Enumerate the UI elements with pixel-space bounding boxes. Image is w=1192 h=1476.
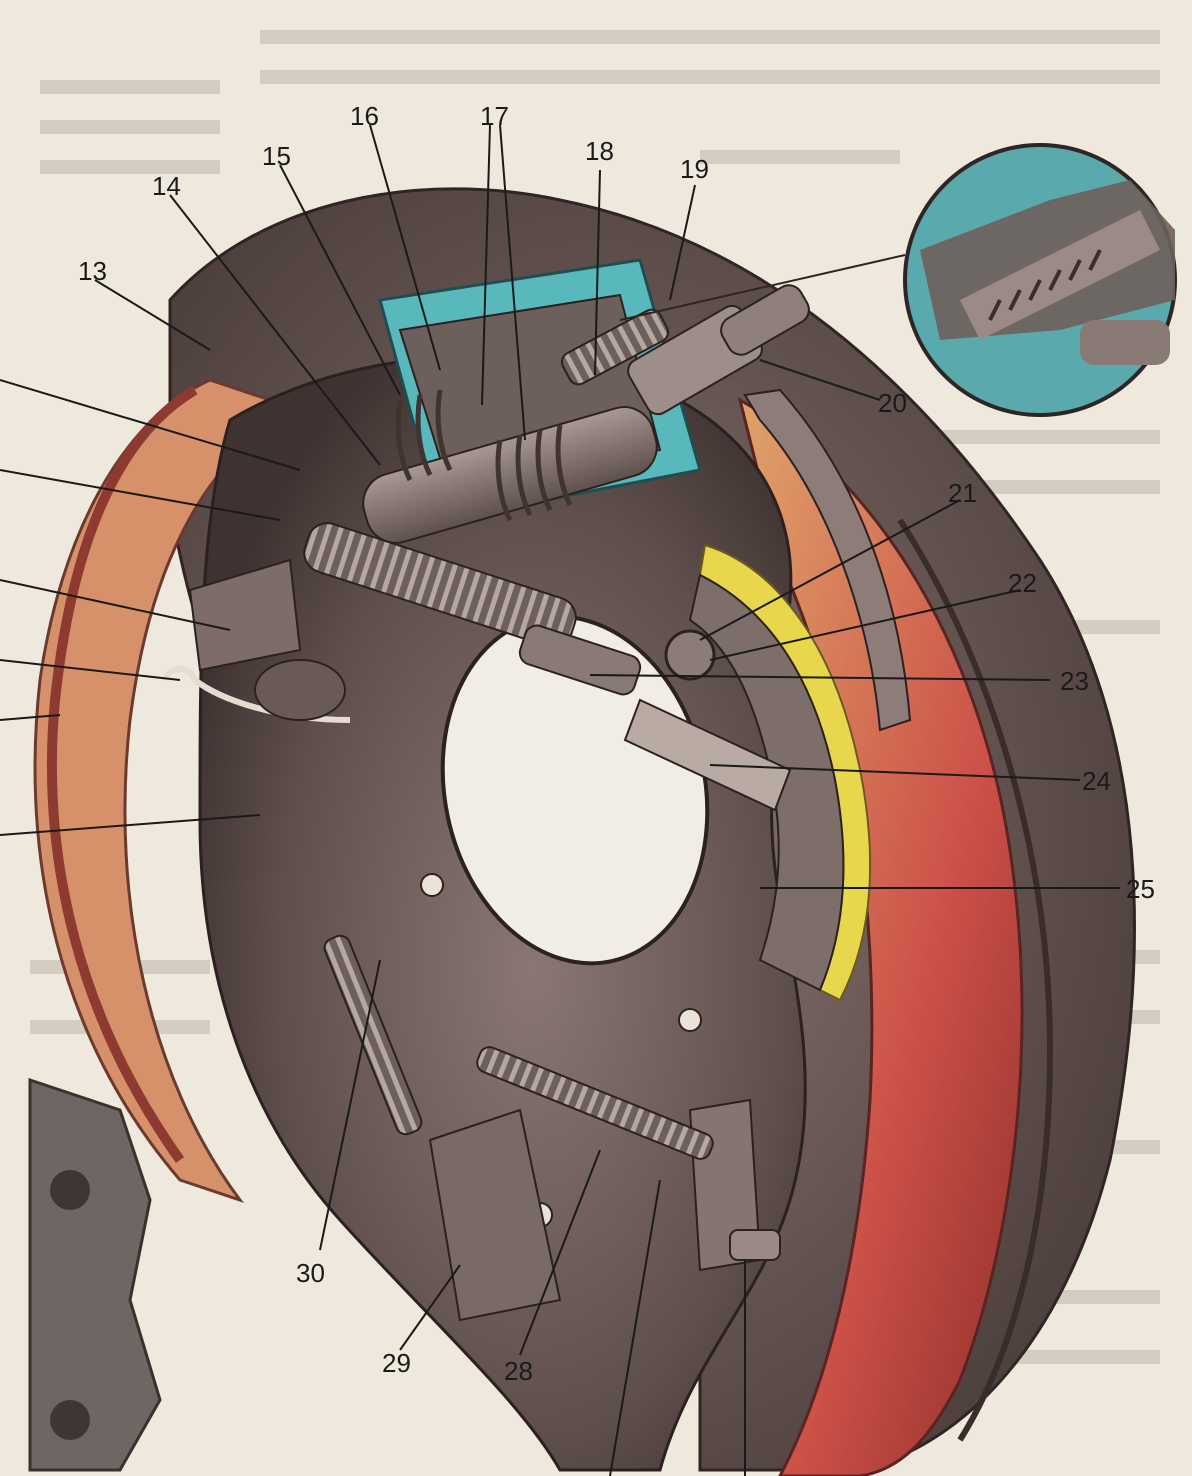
detail-inset bbox=[619, 143, 1177, 417]
label-23: 23 bbox=[1060, 666, 1089, 696]
label-17: 17 bbox=[480, 101, 509, 131]
label-25: 25 bbox=[1126, 874, 1155, 904]
right-brake-shoe bbox=[688, 388, 912, 1002]
label-14: 14 bbox=[152, 171, 181, 201]
label-18: 18 bbox=[585, 136, 614, 166]
mounting-bracket bbox=[28, 1077, 162, 1472]
label-21: 21 bbox=[948, 478, 977, 508]
label-30: 30 bbox=[296, 1258, 325, 1288]
upper-return-spring bbox=[303, 522, 792, 812]
lower-return-spring bbox=[476, 1046, 714, 1160]
label-29: 29 bbox=[382, 1348, 411, 1378]
brake-shoe-rim bbox=[33, 378, 305, 1203]
label-20: 20 bbox=[878, 388, 907, 418]
backing-plate bbox=[162, 354, 807, 1472]
label-24: 24 bbox=[1082, 766, 1111, 796]
label-19: 19 bbox=[680, 154, 709, 184]
label-16: 16 bbox=[350, 101, 379, 131]
label-22: 22 bbox=[1008, 568, 1037, 598]
label-28: 28 bbox=[504, 1356, 533, 1386]
shoe-hold-down-spring bbox=[323, 934, 423, 1136]
label-15: 15 bbox=[262, 141, 291, 171]
label-13: 13 bbox=[78, 256, 107, 286]
callout-labels: 13 14 15 16 17 18 19 20 21 22 23 24 25 2… bbox=[78, 101, 1155, 1386]
leader-lines bbox=[0, 124, 1120, 1476]
